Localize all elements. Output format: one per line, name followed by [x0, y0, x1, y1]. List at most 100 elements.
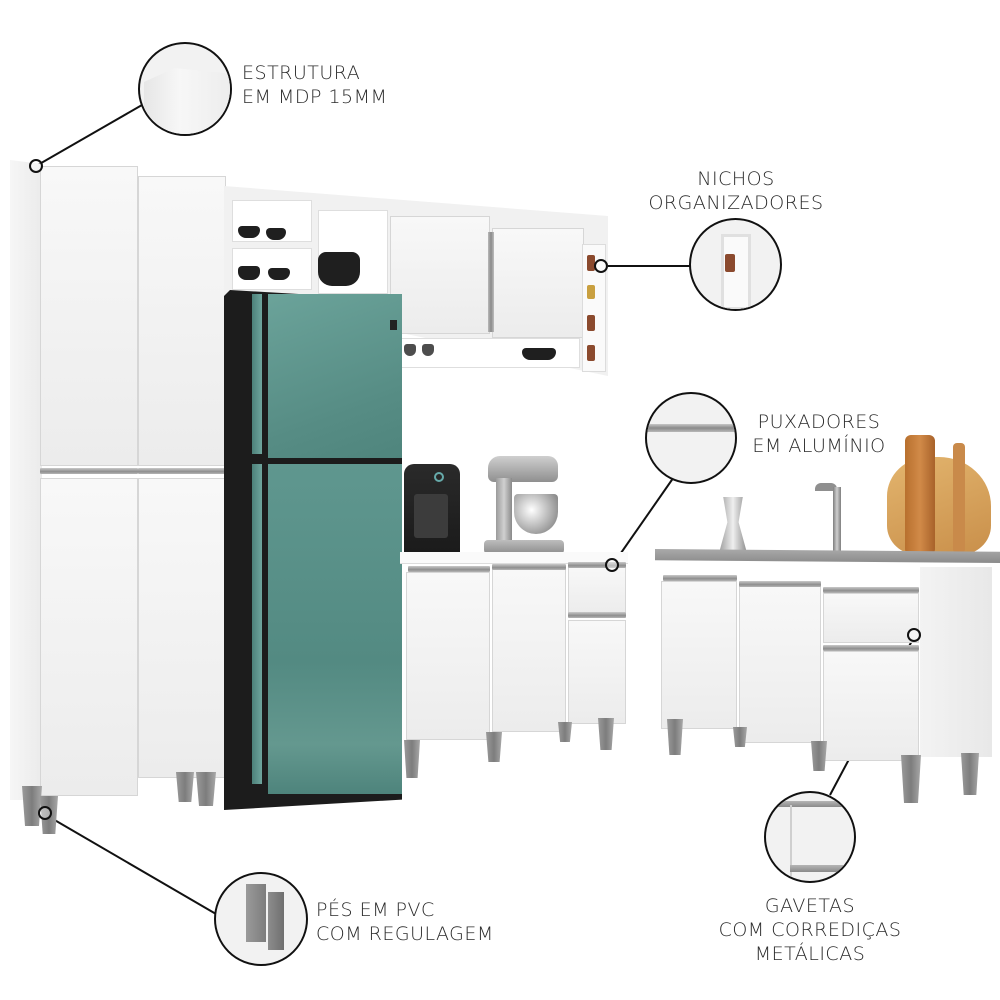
black-bowl-stack — [318, 252, 360, 286]
base-cabinet-top — [400, 552, 628, 564]
base-cabinet-door-right[interactable] — [568, 620, 626, 724]
callout-label-line: COM CORREDIÇAS — [718, 919, 902, 941]
detail-niche-frame — [721, 234, 751, 309]
sink-cabinet-leg — [811, 741, 827, 771]
detail-drawer-slide-bottom — [790, 865, 854, 872]
detail-circle-estrutura — [138, 42, 232, 136]
sink-cabinet-leg — [901, 755, 921, 803]
base-cabinet-leg — [404, 740, 420, 778]
mug — [422, 344, 434, 356]
detail-corner-panel — [144, 68, 230, 134]
base-cabinet-leg — [558, 722, 572, 742]
sink-cabinet — [655, 435, 1000, 810]
pantry-side-panel — [10, 160, 42, 800]
sink-cabinet-leg — [667, 719, 683, 755]
pantry-door-bottom-right[interactable] — [138, 478, 226, 778]
callout-label-line: METÁLICAS — [754, 943, 866, 965]
base-cabinet-door-middle[interactable] — [492, 568, 566, 732]
sink-door-right[interactable] — [823, 651, 919, 761]
detail-aluminium-handle — [647, 424, 735, 432]
pantry-door-bottom-left[interactable] — [40, 478, 138, 796]
sink-cabinet-handle[interactable] — [663, 575, 737, 581]
callout-label-line: EM ALUMÍNIO — [752, 435, 886, 457]
callout-label-line: NICHOS — [697, 168, 775, 190]
fridge-logo-icon — [390, 320, 397, 330]
mixer-bowl — [514, 494, 558, 534]
wall-cabinet-door-left[interactable] — [390, 216, 490, 334]
coffee-maker-carafe — [414, 494, 448, 538]
cutting-board-round — [887, 457, 991, 555]
stand-mixer — [484, 456, 564, 554]
wall-cabinet — [224, 186, 608, 381]
mug — [404, 344, 416, 356]
callout-label-line: PÉS EM PVC — [316, 899, 435, 921]
sink-drawer-handle[interactable] — [823, 645, 919, 651]
pantry-door-top-right[interactable] — [138, 176, 226, 466]
plate-stack — [522, 348, 556, 360]
spice-jar — [587, 315, 595, 331]
pantry-door-top-left[interactable] — [40, 166, 138, 466]
wall-cabinet-door-right[interactable] — [492, 228, 584, 338]
callout-anchor-gavetas — [907, 628, 921, 642]
faucet-neck — [833, 487, 841, 553]
callout-anchor-pes — [38, 806, 52, 820]
pantry-handle-left[interactable] — [40, 468, 138, 474]
sink-drawer[interactable] — [823, 593, 919, 643]
pantry-leg — [196, 772, 216, 806]
pantry-leg — [22, 786, 42, 826]
mixer-column — [496, 478, 512, 542]
countertop — [655, 549, 1000, 563]
callout-label-line: COM REGULAGEM — [316, 923, 494, 945]
sink-cabinet-handle[interactable] — [823, 587, 919, 593]
base-cabinet-handle[interactable] — [408, 566, 490, 572]
callout-label-nichos: NICHOS ORGANIZADORES — [640, 167, 832, 215]
mixer-base — [484, 540, 564, 554]
black-bowl — [266, 228, 286, 240]
callout-label-puxadores: PUXADORES EM ALUMÍNIO — [740, 410, 898, 458]
fridge-side-handle-bottom[interactable] — [252, 464, 262, 784]
base-cabinet — [400, 452, 630, 782]
base-cabinet-handle[interactable] — [492, 564, 566, 570]
base-cabinet-leg — [486, 732, 502, 762]
fridge-freezer-door[interactable] — [268, 294, 402, 458]
callout-label-line: ESTRUTURA — [242, 62, 361, 84]
detail-drawer-slide-top — [766, 801, 854, 807]
sink-door-left[interactable] — [661, 581, 737, 729]
spice-jar — [587, 255, 595, 271]
detail-circle-pes — [214, 872, 308, 966]
spice-jar — [587, 345, 595, 361]
callout-label-line: ORGANIZADORES — [648, 192, 824, 214]
faucet — [815, 483, 845, 555]
callout-label-line: GAVETAS — [764, 895, 856, 917]
detail-pvc-leg — [268, 892, 284, 950]
detail-circle-nichos — [689, 218, 782, 311]
callout-anchor-estrutura — [29, 159, 43, 173]
detail-niche-jar — [725, 254, 735, 272]
detail-circle-gavetas — [764, 791, 856, 883]
callout-anchor-nichos — [594, 259, 608, 273]
open-shelf-left-top — [232, 200, 312, 242]
cutting-board-handle — [953, 443, 965, 553]
pantry-leg — [176, 772, 194, 802]
moka-pot — [719, 497, 747, 553]
fridge-side-handle-top[interactable] — [252, 294, 262, 454]
sink-door-middle[interactable] — [739, 585, 821, 743]
detail-drawer-edge — [790, 805, 792, 877]
black-bowl — [238, 226, 260, 238]
cutting-board-long — [905, 435, 935, 555]
base-cabinet-door-left[interactable] — [406, 572, 490, 740]
sink-cabinet-side — [920, 567, 992, 757]
callout-label-estrutura: ESTRUTURA EM MDP 15MM — [242, 61, 387, 109]
fridge-main-door[interactable] — [268, 464, 402, 794]
sink-cabinet-leg — [733, 727, 747, 747]
base-cabinet-drawer-handle[interactable] — [568, 612, 626, 618]
base-cabinet-drawer[interactable] — [568, 566, 626, 614]
base-cabinet-handle[interactable] — [568, 562, 626, 568]
coffee-maker — [404, 464, 460, 556]
wall-cabinet-vertical-handle[interactable] — [488, 232, 494, 332]
sink-cabinet-handle[interactable] — [739, 581, 821, 587]
pantry-handle-right[interactable] — [138, 468, 226, 474]
black-bowl — [268, 268, 290, 280]
spice-jar — [587, 285, 595, 299]
callout-label-line: EM MDP 15MM — [242, 86, 388, 108]
